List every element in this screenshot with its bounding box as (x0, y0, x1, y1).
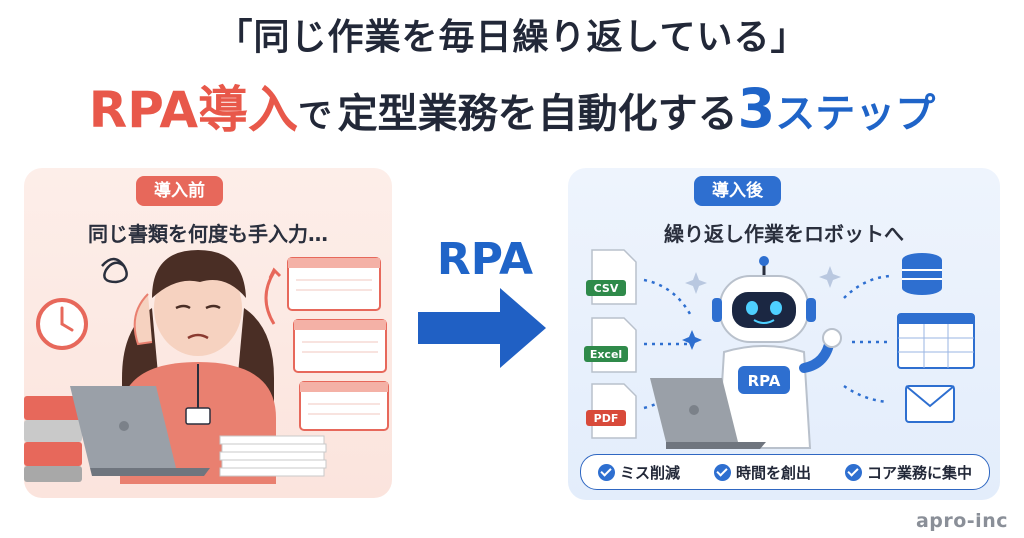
benefits-bar: ミス削減 時間を創出 コア業務に集中 (580, 454, 990, 490)
cycle-arrow-icon (264, 271, 276, 325)
benefit-label: ミス削減 (619, 463, 680, 482)
before-panel: 導入前 同じ書類を何度も手入力… (24, 168, 392, 498)
headline-quote: 「同じ作業を毎日繰り返している」 (216, 17, 808, 58)
headline-steps: ステップ (775, 91, 936, 137)
headline-number: 3 (737, 77, 776, 140)
headline-middle: 定型業務を自動化する (337, 91, 738, 137)
after-illustration: CSV Excel PDF (584, 249, 975, 449)
database-icon (902, 253, 942, 295)
watermark: apro-inc (915, 510, 1008, 532)
right-arrow-icon (418, 288, 546, 368)
benefit-item: ミス削減 (597, 462, 680, 483)
before-illustration (24, 250, 389, 484)
benefit-label: コア業務に集中 (866, 463, 972, 482)
robot-chest-label: RPA (748, 372, 781, 390)
after-badge: 導入後 (694, 176, 781, 206)
after-panel: 導入後 繰り返し作業をロボットへ CSV Excel PDF (568, 168, 1000, 500)
clock-icon (36, 298, 88, 350)
envelope-icon (905, 385, 955, 423)
pdf-file-icon: PDF (586, 383, 637, 439)
binders-icon (24, 396, 82, 482)
before-caption: 同じ書類を何度も手入力… (88, 222, 328, 246)
stress-scribble-icon (101, 257, 128, 284)
spreadsheet-icon (897, 313, 975, 369)
laptop-icon (70, 386, 210, 476)
check-icon (713, 463, 731, 481)
headline-de: で (298, 96, 333, 136)
csv-file-icon: CSV (586, 249, 637, 305)
after-caption: 繰り返し作業をロボットへ (664, 222, 904, 246)
headline-rpa-intro: RPA導入 (88, 81, 299, 139)
headline-main: RPA導入で 定型業務を自動化する3ステップ (0, 70, 1024, 142)
benefit-item: 時間を創出 (713, 462, 811, 483)
benefit-label: 時間を創出 (735, 463, 811, 482)
form-sheets-icon (287, 257, 389, 431)
robot-icon: RPA (712, 256, 842, 449)
check-icon (844, 463, 862, 481)
rpa-arrow-label: RPA (436, 234, 534, 285)
laptop-icon (650, 378, 766, 449)
excel-file-icon: Excel (584, 317, 637, 373)
pdf-file-label: PDF (594, 412, 619, 425)
excel-file-label: Excel (590, 348, 622, 361)
benefit-item: コア業務に集中 (844, 462, 972, 483)
paper-stack-icon (219, 435, 327, 477)
before-badge: 導入前 (136, 176, 223, 206)
check-icon (597, 463, 615, 481)
csv-file-label: CSV (594, 282, 619, 295)
